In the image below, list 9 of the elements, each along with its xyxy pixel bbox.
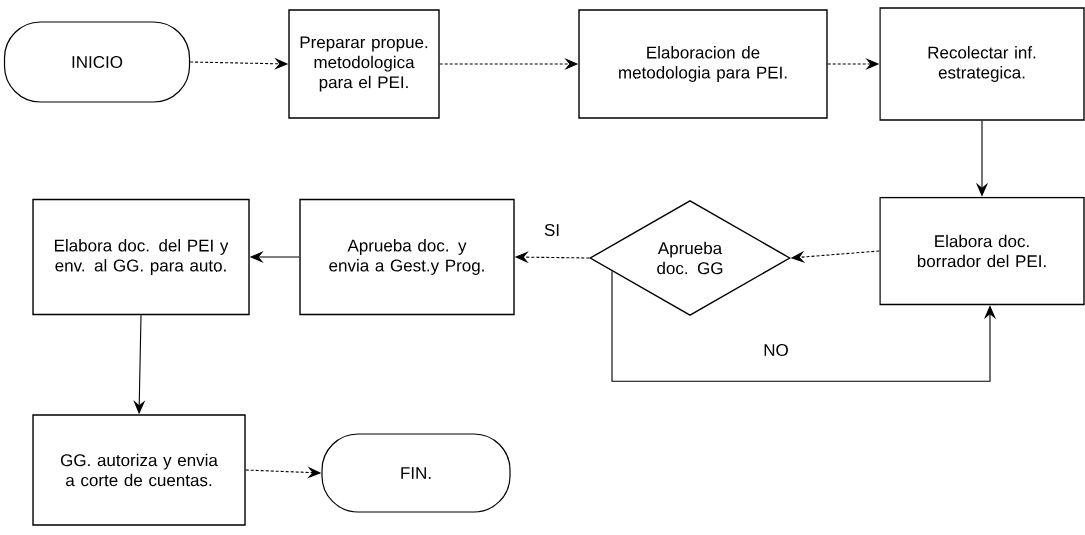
process-box: Elaboracion de metodologia para PEI. xyxy=(578,9,828,119)
process-box: Elabora doc. del PEI y env. al GG. para auto. xyxy=(32,198,250,316)
process-box: Recolectar inf. estrategica. xyxy=(879,7,1085,121)
process-box: Aprueba doc. y envia a Gest.y Prog. xyxy=(299,198,515,316)
process-box: Elabora doc. borrador del PEI. xyxy=(879,196,1085,306)
edge-label: NO xyxy=(761,342,791,358)
edge-label: SI xyxy=(541,222,563,238)
process-box: GG. autoriza y envia a corte de cuentas. xyxy=(32,414,246,526)
process-box: Preparar propue. metodologica para el PEI. xyxy=(288,9,440,119)
